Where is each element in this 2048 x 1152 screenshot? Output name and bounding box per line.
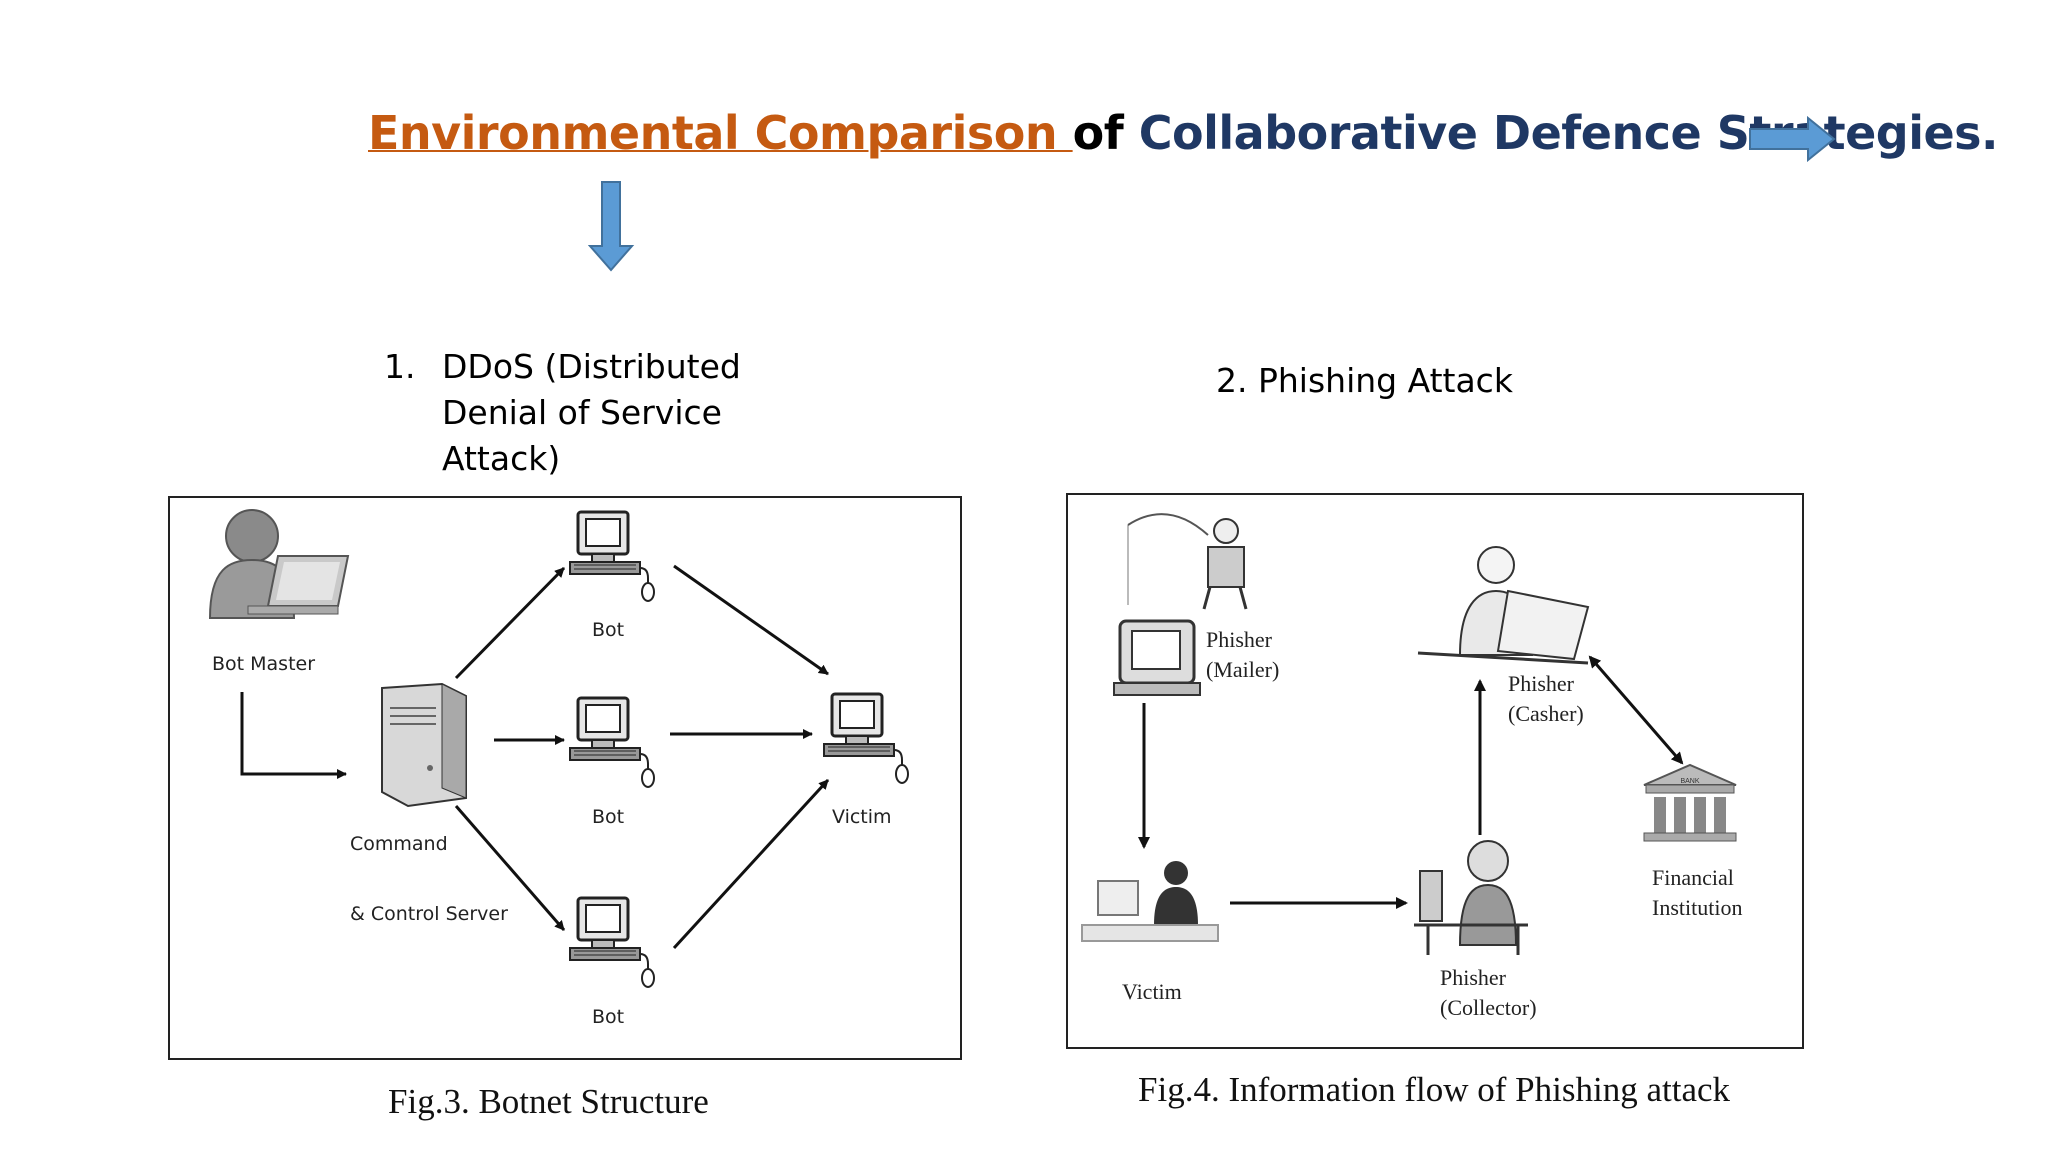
- figure-phishing-flow: Phisher (Mailer) Phisher (Casher) BANK F…: [1066, 493, 1804, 1049]
- collector-label-2: (Collector): [1440, 995, 1537, 1020]
- person-laptop-icon: [208, 509, 350, 619]
- bot-middle-computer-icon: [568, 696, 656, 789]
- command-label: Command: [350, 833, 448, 855]
- title-part-environmental: Environmental Comparison: [368, 106, 1073, 160]
- mailer-label-1: Phisher: [1206, 627, 1273, 652]
- bot-bottom-label: Bot: [592, 1006, 624, 1028]
- figure-botnet-structure: Bot Master Command & Control Server Bot …: [168, 496, 962, 1060]
- casher-label-1: Phisher: [1508, 671, 1575, 696]
- arrow-right-icon: [1749, 116, 1836, 162]
- collector-person-icon: [1414, 840, 1528, 955]
- victim-label: Victim: [832, 806, 892, 828]
- heading-1-number: 1.: [384, 347, 416, 386]
- phishing-diagram: Phisher (Mailer) Phisher (Casher) BANK F…: [1081, 513, 1742, 1020]
- victim-computer-icon: [822, 692, 910, 785]
- casher-label-2: (Casher): [1508, 701, 1584, 726]
- victim-person-icon: [1081, 861, 1219, 942]
- bank-sign-text: BANK: [1680, 778, 1699, 785]
- phishing-arrows: [1138, 655, 1684, 909]
- financial-label-2: Institution: [1652, 895, 1742, 920]
- mailer-label-2: (Mailer): [1206, 657, 1279, 682]
- botnet-arrows: [240, 564, 830, 950]
- botnet-diagram: Bot Master Command & Control Server Bot …: [208, 509, 910, 1028]
- financial-label-1: Financial: [1652, 865, 1734, 890]
- control-server-label: & Control Server: [350, 903, 508, 925]
- heading-2-text: 2. Phishing Attack: [1216, 361, 1513, 400]
- victim-label: Victim: [1122, 979, 1182, 1004]
- bot-master-label: Bot Master: [212, 653, 315, 675]
- server-icon: [381, 682, 467, 808]
- bot-middle-label: Bot: [592, 806, 624, 828]
- bank-icon: BANK: [1643, 763, 1737, 842]
- bot-bottom-computer-icon: [568, 896, 656, 989]
- heading-1-text: DDoS (Distributed Denial of Service Atta…: [442, 347, 741, 478]
- arrow-down-icon: [588, 181, 635, 272]
- figure-3-caption: Fig.3. Botnet Structure: [388, 1082, 709, 1121]
- title-part-strategies: Collaborative Defence Strategies.: [1138, 106, 1999, 160]
- casher-laptop-icon: [1417, 546, 1590, 665]
- bot-top-label: Bot: [592, 619, 624, 641]
- slide-title: Environmental Comparison of Collaborativ…: [368, 106, 1999, 160]
- mailer-computer-icon: [1113, 619, 1201, 696]
- collector-label-1: Phisher: [1440, 965, 1507, 990]
- fisherman-icon: [1127, 513, 1248, 610]
- title-part-of: of: [1072, 106, 1139, 160]
- figure-4-caption: Fig.4. Information flow of Phishing atta…: [1138, 1070, 1731, 1109]
- bot-top-computer-icon: [568, 510, 656, 603]
